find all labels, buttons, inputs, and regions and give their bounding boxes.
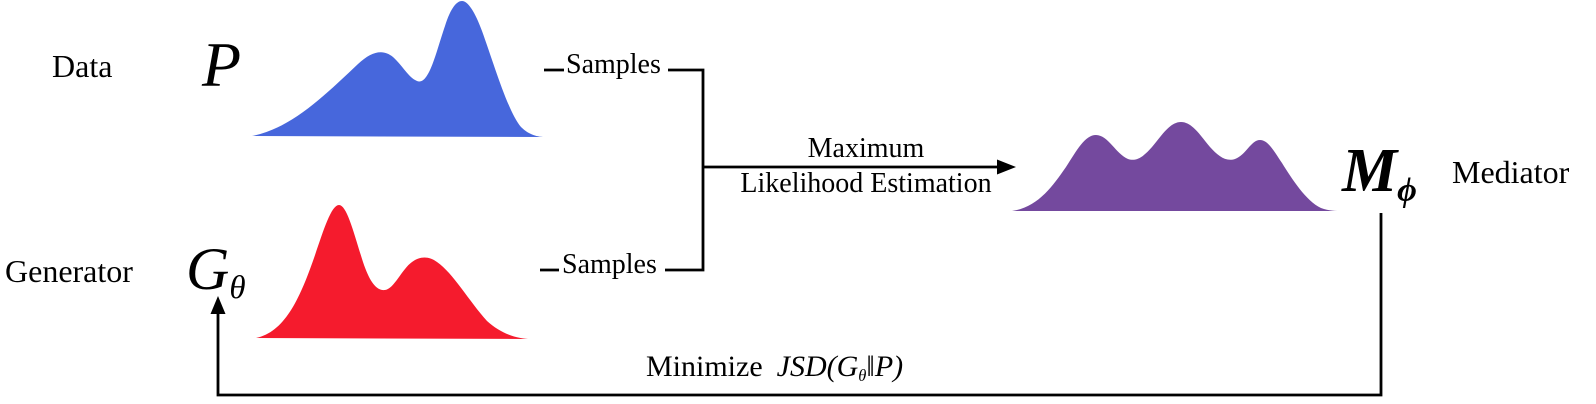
generator-symbol-subscript: θ: [229, 270, 246, 307]
mediator-label: Mediator: [1452, 154, 1570, 190]
mle-label-line1: Maximum: [807, 133, 925, 164]
data-symbol: P: [202, 29, 242, 100]
mle-label-line2: Likelihood Estimation: [740, 168, 992, 199]
minimize-formula: JSD(Gθ‖P): [776, 350, 904, 385]
generator-label: Generator: [5, 253, 133, 289]
generator-density-curve-icon: [256, 205, 531, 339]
data-density-curve-icon: [252, 1, 545, 137]
mediator-symbol: Mϕ: [1342, 137, 1417, 207]
mle-label: Maximum Likelihood Estimation: [710, 131, 1022, 201]
minimize-formula-pre: JSD(G: [776, 350, 859, 383]
mediator-symbol-main: M: [1342, 137, 1398, 205]
mediator-density-curve-icon: [1012, 122, 1342, 211]
mle-arrowhead-icon: [997, 159, 1016, 175]
samples-top-label: Samples: [566, 49, 661, 80]
minimize-label: Minimize JSD(Gθ‖P): [646, 349, 903, 385]
minimize-word: Minimize: [646, 350, 763, 383]
minimize-formula-subscript: θ: [858, 365, 867, 385]
feedback-arrowhead-icon: [210, 296, 226, 314]
generator-symbol-main: G: [186, 236, 230, 302]
minimize-formula-post: ‖P): [866, 350, 904, 383]
connector-lines: [216, 68, 1383, 397]
generator-symbol: Gθ: [186, 236, 246, 305]
mediator-symbol-subscript: ϕ: [1397, 171, 1417, 209]
feedback-loop-line: [216, 213, 1383, 397]
data-label: Data: [52, 48, 113, 84]
samples-bracket-line: [540, 68, 705, 272]
samples-bottom-label: Samples: [562, 249, 657, 280]
arrowheads: [210, 159, 1016, 314]
